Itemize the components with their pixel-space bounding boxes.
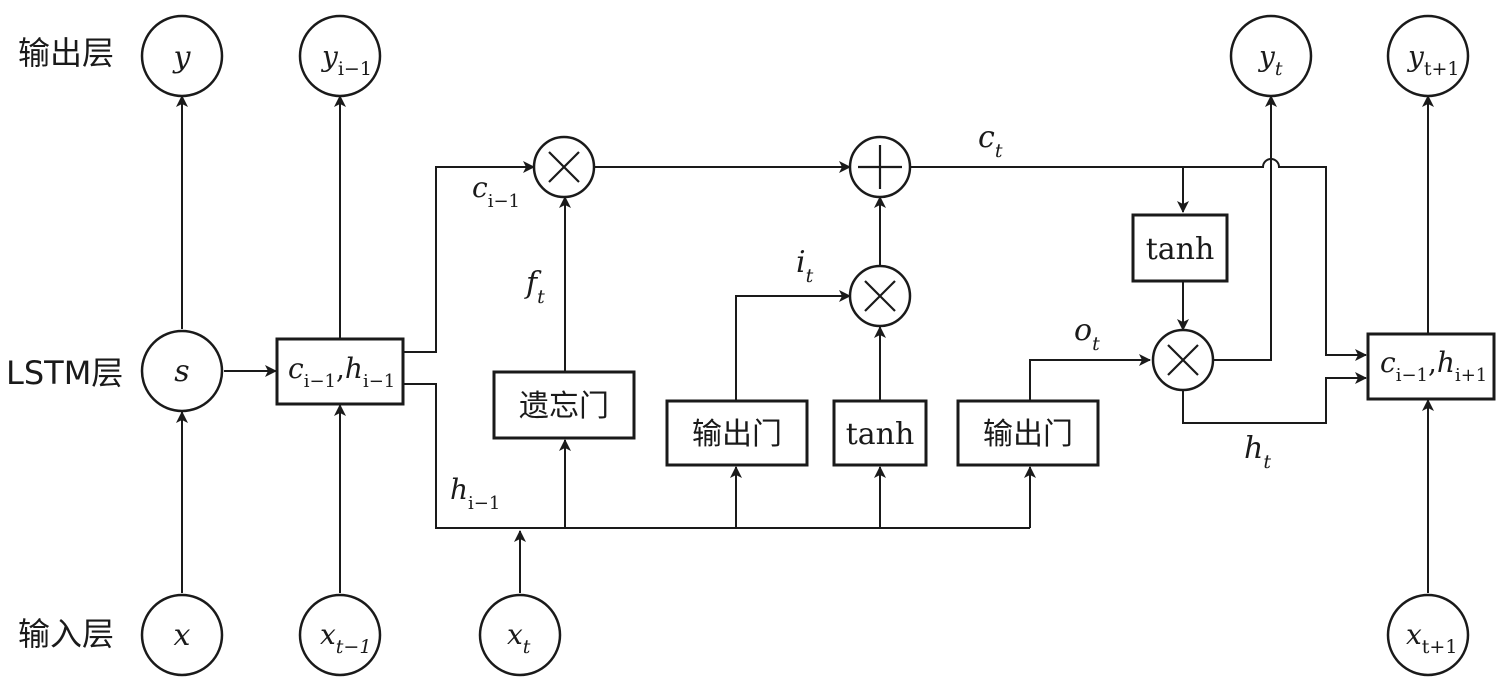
candidate-tanh-label: tanh — [846, 417, 915, 452]
state-box-next: ci−1,hi+1 — [1366, 332, 1496, 401]
node-s-label: s — [174, 354, 189, 389]
i-t-label: it — [796, 245, 814, 287]
node-x-t: xt — [478, 593, 562, 677]
input-multiply-node — [848, 264, 912, 328]
lstm-layer-label: LSTM层 — [6, 354, 123, 392]
node-y-next-main: y — [1406, 40, 1425, 73]
state-box-prev: ci−1,hi−1 — [275, 337, 405, 406]
connectors — [176, 95, 1434, 593]
node-x-next: xt+1 — [1386, 593, 1470, 677]
node-y-prev: yi−1 — [298, 14, 382, 98]
c-t-label: ct — [978, 120, 1003, 162]
svg-text:ci−1,hi−1: ci−1,hi−1 — [288, 352, 395, 392]
candidate-tanh: tanh — [832, 399, 928, 467]
node-x-prev-sub: t−1 — [336, 636, 372, 658]
cell-tanh-label: tanh — [1146, 232, 1215, 267]
cell-tanh: tanh — [1131, 213, 1229, 283]
node-y-next-sub: t+1 — [1424, 58, 1460, 80]
node-x: x — [140, 593, 224, 677]
node-x-t-main: x — [507, 618, 523, 651]
h-prev-label: hi−1 — [450, 473, 500, 514]
forget-gate: 遗忘门 — [492, 370, 636, 440]
o-t-label: ot — [1074, 313, 1100, 355]
node-y-label: y — [172, 40, 192, 75]
node-y-t-sub: t — [1275, 58, 1283, 80]
node-x-next-main: x — [1406, 618, 1422, 651]
svg-text:yt+1: yt+1 — [1406, 40, 1459, 80]
f-t-label: ft — [524, 266, 545, 308]
node-y-t: yt — [1229, 14, 1313, 98]
node-x-label: x — [174, 618, 191, 653]
node-y-next: yt+1 — [1386, 14, 1470, 98]
node-y-t-main: y — [1257, 40, 1276, 73]
cell-add-node — [848, 135, 912, 199]
h-t-label: ht — [1244, 431, 1271, 473]
c-prev-label: ci−1 — [472, 171, 520, 212]
node-x-prev: xt−1 — [298, 593, 382, 677]
output-multiply-node — [1151, 328, 1215, 392]
input-gate-label: 输出门 — [692, 417, 782, 452]
svg-text:yi−1: yi−1 — [320, 40, 372, 80]
output-layer-label: 输出层 — [18, 34, 114, 72]
svg-text:xt+1: xt+1 — [1406, 618, 1457, 658]
node-y-prev-sub: i−1 — [338, 58, 372, 80]
svg-text:yt: yt — [1257, 40, 1283, 80]
node-x-next-sub: t+1 — [1422, 636, 1458, 658]
svg-text:xt: xt — [507, 618, 531, 658]
input-gate: 输出门 — [665, 399, 809, 467]
output-gate: 输出门 — [956, 399, 1100, 467]
node-y: y — [140, 14, 224, 98]
node-x-prev-main: x — [320, 618, 336, 651]
input-layer-label: 输入层 — [18, 615, 114, 653]
output-gate-label: 输出门 — [983, 417, 1073, 452]
svg-text:xt−1: xt−1 — [320, 618, 371, 658]
node-x-t-sub: t — [523, 636, 531, 658]
node-s: s — [140, 329, 224, 413]
forget-multiply-node — [532, 135, 596, 199]
svg-text:ci−1,hi+1: ci−1,hi+1 — [1380, 346, 1487, 386]
forget-gate-label: 遗忘门 — [519, 389, 609, 424]
node-y-prev-main: y — [320, 40, 339, 73]
